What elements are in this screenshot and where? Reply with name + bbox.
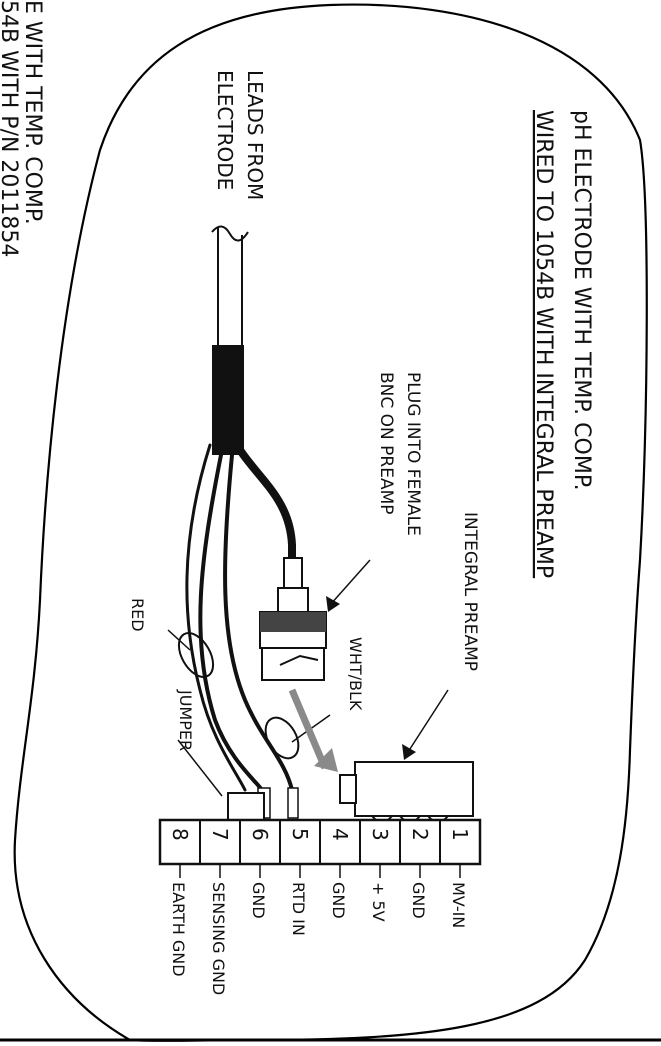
terminal-label-3: + 5V bbox=[369, 882, 388, 922]
terminal-label-1: MV-IN bbox=[449, 882, 468, 928]
terminal-label-8: EARTH GND bbox=[169, 882, 188, 977]
terminal-number-6: 6 bbox=[248, 828, 272, 841]
title-line-1: pH ELECTRODE WITH TEMP. COMP. bbox=[569, 110, 594, 491]
integral-preamp bbox=[339, 761, 474, 823]
leads-label-line-1: LEADS FROM bbox=[243, 70, 267, 200]
plug-leader bbox=[329, 559, 371, 606]
plug-arrowhead bbox=[326, 596, 340, 612]
title-line-2: WIRED TO 1054B WITH INTEGRAL PREAMP bbox=[531, 110, 556, 578]
wht-blk-label: WHT/BLK bbox=[346, 637, 365, 711]
wht-blk-ellipse bbox=[264, 716, 300, 760]
terminal-number-1: 1 bbox=[448, 828, 472, 841]
coax-lead bbox=[236, 446, 296, 564]
terminal-number-8: 8 bbox=[168, 828, 192, 841]
hand-drawn-outline bbox=[13, 3, 648, 1042]
cut-text-line-1: E WITH TEMP. COMP. bbox=[20, 0, 45, 225]
terminal-label-5: RTD IN bbox=[289, 882, 308, 936]
terminal-number-7: 7 bbox=[208, 828, 232, 841]
jumper-leader bbox=[177, 739, 223, 797]
bnc-plug bbox=[259, 611, 327, 681]
cut-text-line-2: 54B WITH P/N 2011854 bbox=[0, 0, 21, 257]
leads-label-line-2: ELECTRODE bbox=[213, 70, 237, 190]
ground-wire bbox=[185, 443, 247, 792]
red-wire bbox=[198, 448, 264, 792]
integral-preamp-label: INTEGRAL PREAMP bbox=[460, 512, 480, 671]
preamp-leader bbox=[407, 689, 449, 753]
terminal-number-4: 4 bbox=[328, 828, 352, 841]
bnc-neck bbox=[283, 557, 303, 589]
red-leader bbox=[167, 629, 191, 651]
wire-end-5 bbox=[287, 787, 299, 819]
jumper bbox=[227, 792, 265, 822]
terminal-number-3: 3 bbox=[368, 828, 392, 841]
red-label: RED bbox=[128, 598, 147, 632]
preamp-arrowhead bbox=[402, 744, 416, 760]
plug-label-line-1: PLUG INTO FEMALE bbox=[403, 372, 423, 536]
terminal-label-2: GND bbox=[409, 882, 428, 919]
terminal-label-7: SENSING GND bbox=[209, 882, 228, 995]
electrode-cable bbox=[211, 225, 249, 455]
gray-arrowhead bbox=[314, 748, 338, 772]
gray-arrow-shaft bbox=[288, 688, 329, 770]
terminal-number-5: 5 bbox=[288, 828, 312, 841]
jumper-label: JUMPER bbox=[176, 689, 195, 751]
plug-label-line-2: BNC ON PREAMP bbox=[376, 372, 396, 515]
black-wire bbox=[223, 453, 294, 792]
terminal-label-6: GND bbox=[249, 882, 268, 919]
red-ellipse bbox=[177, 632, 215, 678]
terminal-label-4: GND bbox=[329, 882, 348, 919]
terminal-number-2: 2 bbox=[408, 828, 432, 841]
